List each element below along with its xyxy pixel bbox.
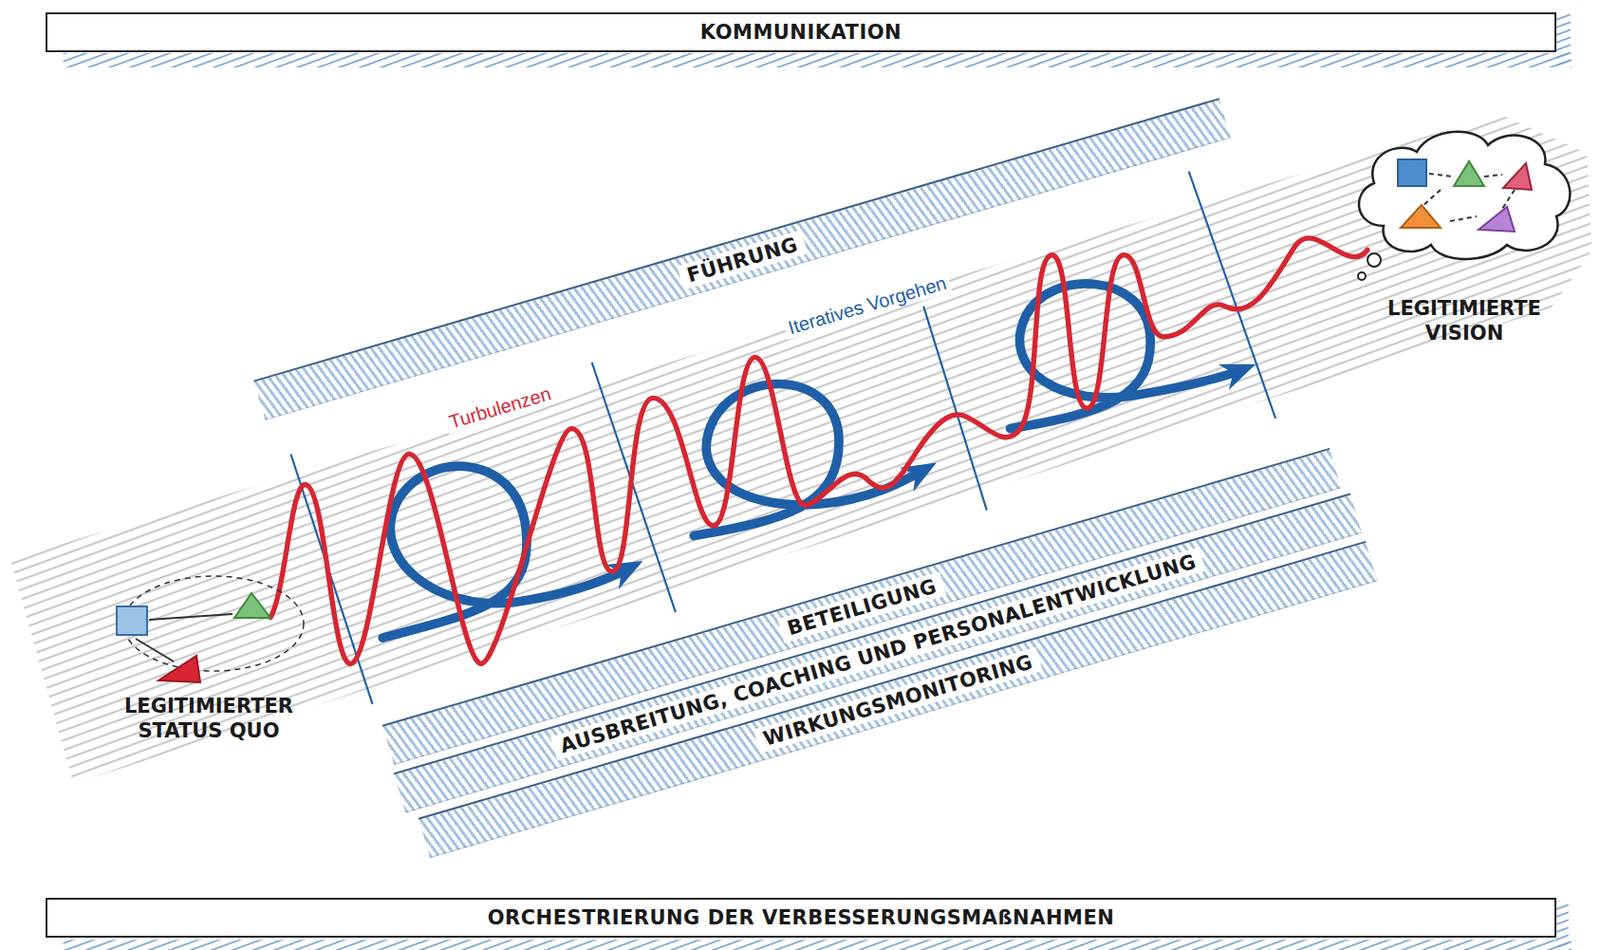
bar-label: KOMMUNIKATION [700, 20, 902, 44]
leadership-band: FÜHRUNG [253, 97, 1231, 421]
status-quo-figure [90, 564, 328, 689]
illustration-group [10, 14, 1593, 950]
iteration-loop [693, 384, 925, 537]
turbulence-label: Turbulenzen [443, 381, 558, 434]
bar-shadow [63, 53, 1572, 68]
figure-heading: LEGITIMIERTE VISION [1355, 296, 1574, 347]
band-label: FÜHRUNG [676, 229, 808, 290]
vision-shape [1345, 121, 1583, 291]
vision-node: LEGITIMIERTE VISION [1345, 121, 1583, 347]
phase-divider [923, 306, 987, 511]
bar-shadow [63, 939, 1572, 950]
grey-corridor [10, 113, 1593, 783]
status-quo-node: LEGITIMIERTER STATUS QUO [90, 564, 328, 745]
status-quo-shape [90, 564, 328, 689]
figure-heading: LEGITIMIERTER STATUS QUO [99, 693, 318, 745]
vision-cloud [1345, 121, 1583, 291]
bar-shadow [1556, 14, 1571, 66]
bar-label: ORCHESTRIERUNG DER VERBESSERUNGSMAßNAHME… [487, 906, 1116, 930]
phase-divider [290, 454, 373, 705]
orchestration-bar: ORCHESTRIERUNG DER VERBESSERUNGSMAßNAHME… [45, 897, 1557, 938]
coaching-band: AUSBREITUNG, COACHING UND PERSONALENTWIC… [393, 493, 1362, 814]
iteration-label: Iteratives Vorgehen [781, 271, 953, 341]
communication-bar: KOMMUNIKATION [45, 12, 1557, 53]
bar-shadow [1556, 902, 1569, 948]
